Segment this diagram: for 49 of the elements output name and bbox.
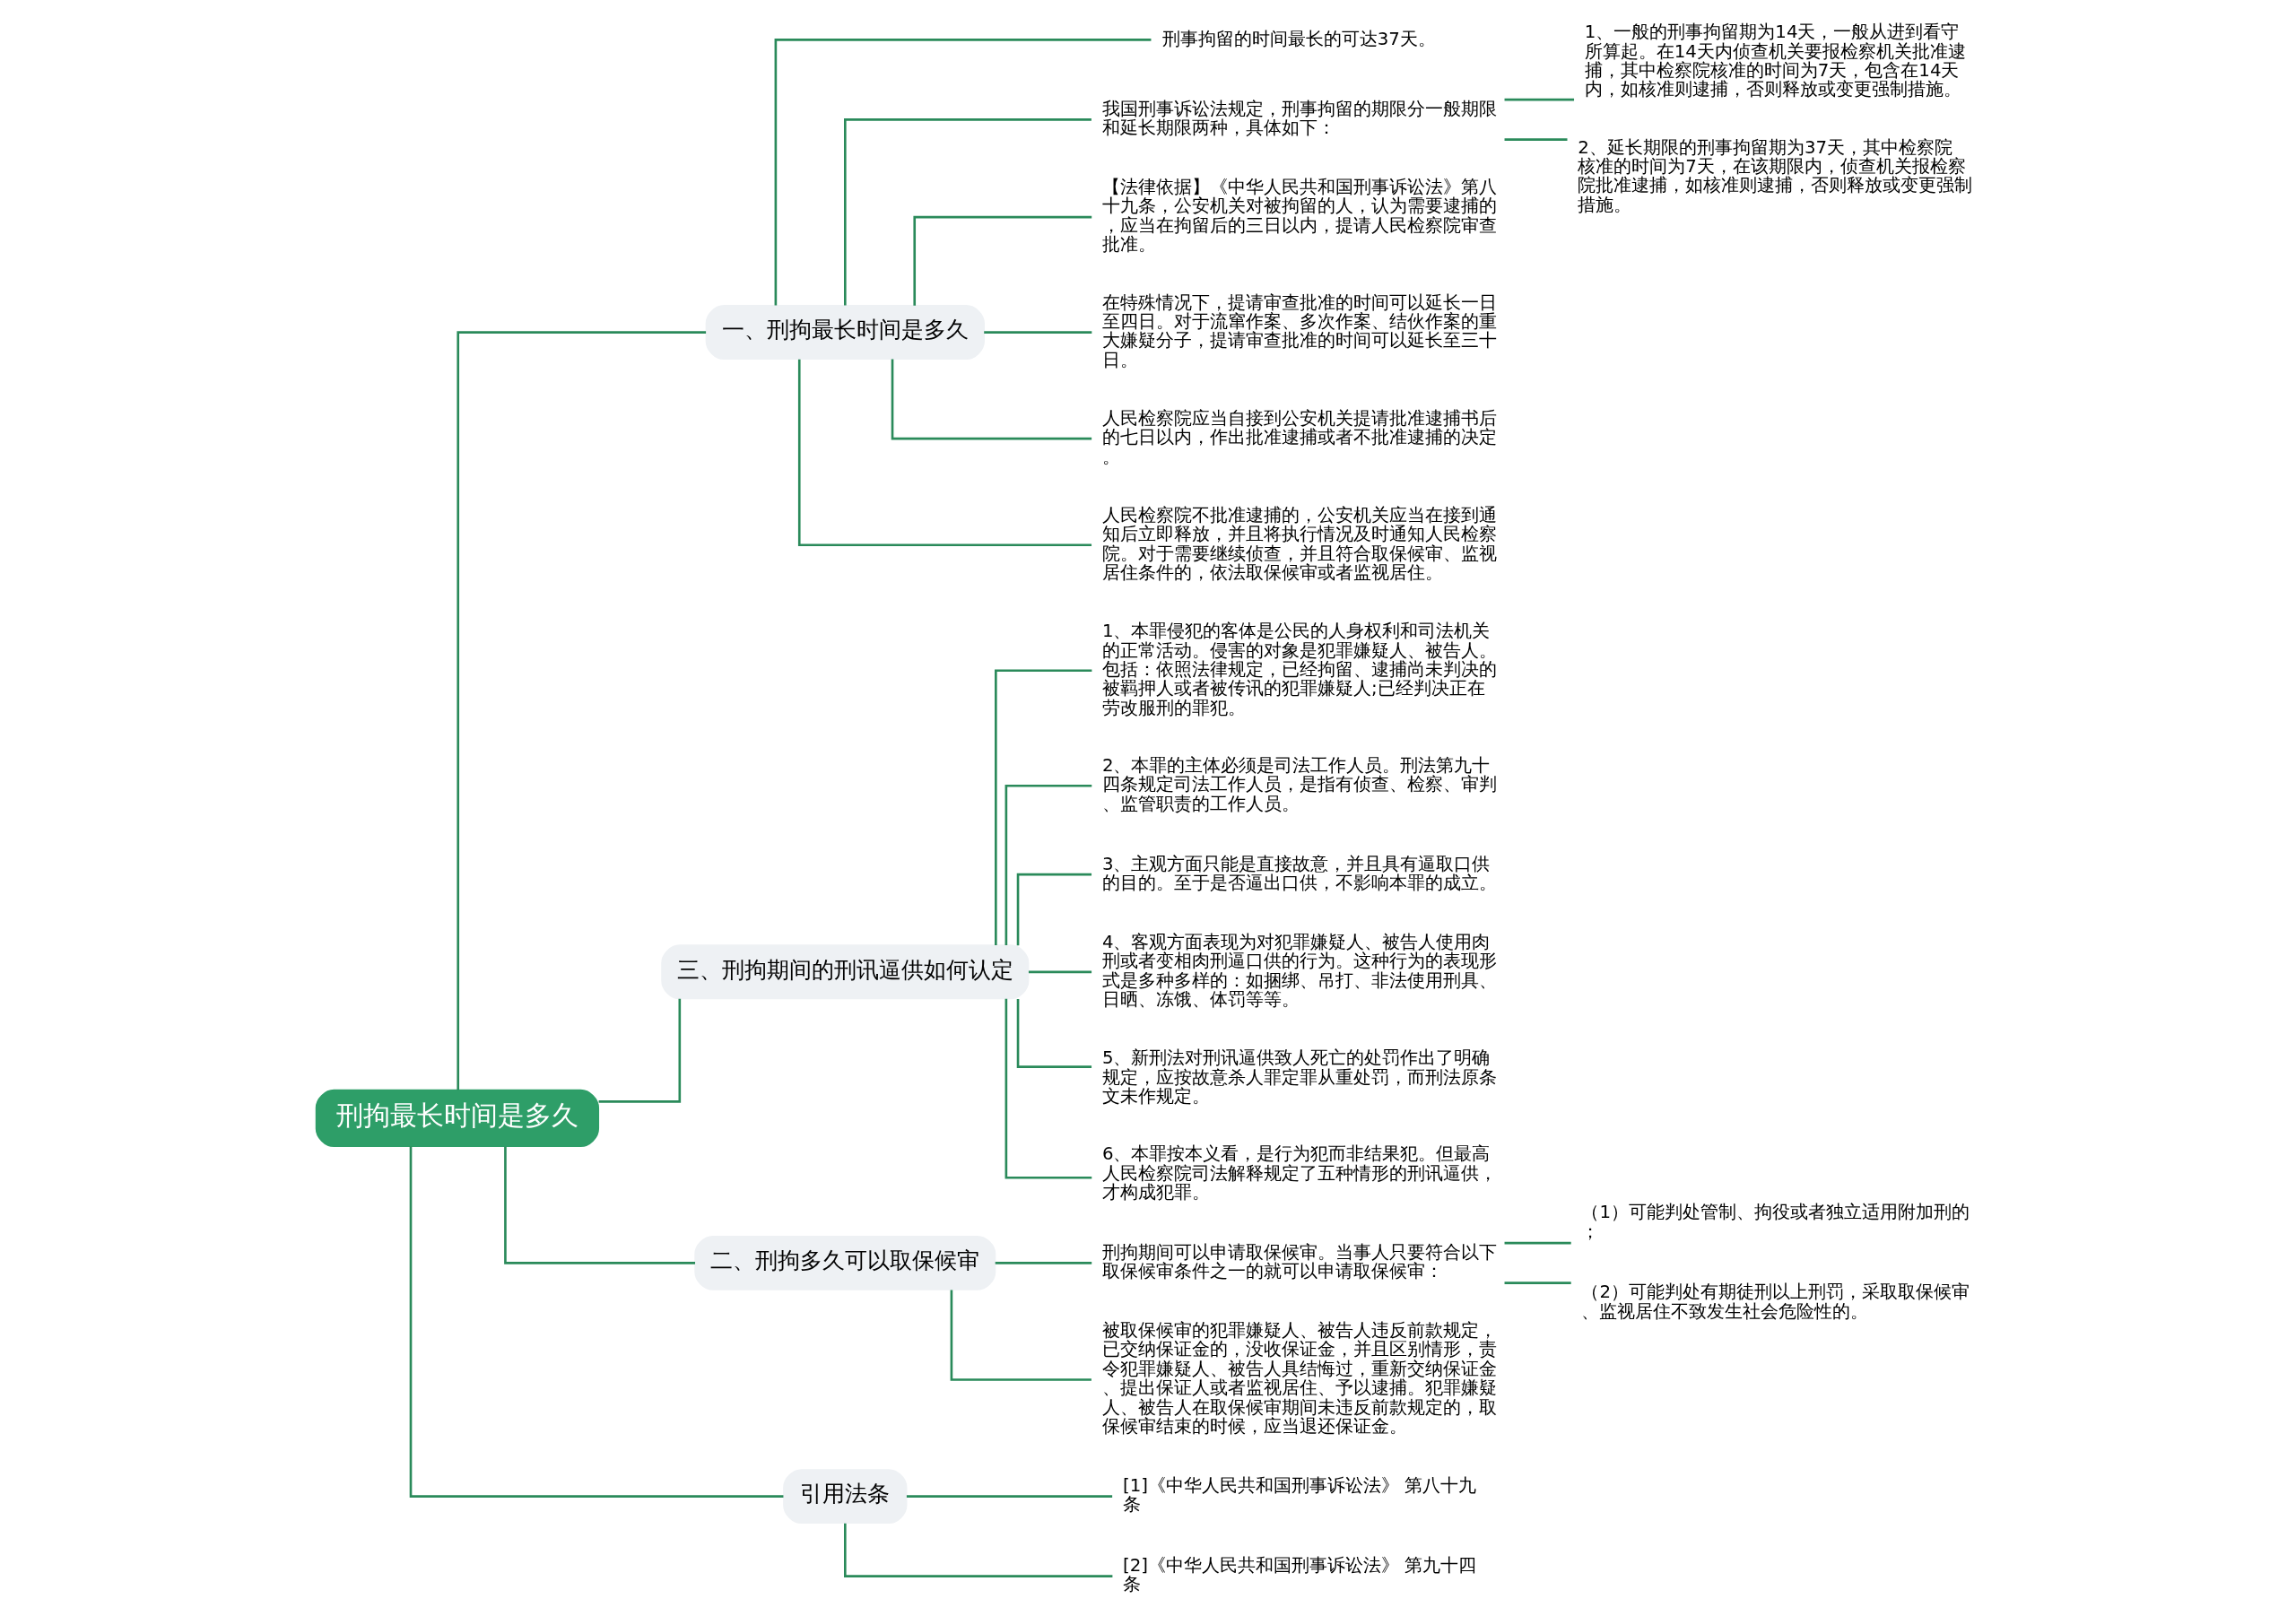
connector [891, 359, 1092, 440]
node-text: 【法律依据】《中华人民共和国刑事诉讼法》第八十九条，公安机关对被拘留的人，认为需要逮捕的，应当在拘留后的三日以内，提请人民检察院审查批准。 [1101, 177, 1497, 256]
connector [1004, 784, 1092, 946]
node-text: 5、新刑法对刑讯逼供致人死亡的处罚作出了明确规定，应按故意杀人罪定罪从重处罚，而刑法原条文未作规定。 [1101, 1047, 1497, 1107]
connector [1504, 98, 1575, 101]
connector [1504, 138, 1568, 141]
node-text: 1、本罪侵犯的客体是公民的人身权利和司法机关的正常活动。侵害的对象是犯罪嫌疑人、被告人。包括：依照法律规定，已经拘留、逮捕尚未判决的被羁押人或者被传讯的犯罪嫌疑人;已经判决正在劳改服刑的罪犯。 [1101, 621, 1497, 718]
node-text: 刑事拘留的时间最长的可达37天。 [1161, 28, 1436, 49]
connector [1504, 1241, 1571, 1245]
connector [995, 1262, 1092, 1264]
node-text: （1）可能判处管制、拘役或者独立适用附加刑的； [1581, 1202, 1970, 1242]
node-text: 人民检察院不批准逮捕的，公安机关应当在接到通知后立即释放，并且将执行情况及时通知人民检察院。对于需要继续侦查，并且符合取保候审、监视居住条件的，依法取保候审或者监视居住。 [1101, 504, 1497, 584]
node-text: [1]《中华人民共和国刑事诉讼法》 第八十九条 [1123, 1475, 1477, 1516]
connector [1016, 873, 1092, 946]
connector [1028, 970, 1092, 974]
node-box: 三、刑拘期间的刑讯逼供如何认定 [661, 944, 1030, 1000]
connector [984, 331, 1092, 334]
node-text: 1、一般的刑事拘留期为14天，一般从进到看守所算起。在14天内侦查机关要报检察机关批准逮捕，其中检察院核准的时间为7天，包含在14天内，如核准则逮捕，否则释放或变更强制措施。 [1584, 22, 1966, 100]
connector [774, 39, 1152, 306]
connector [1016, 998, 1092, 1068]
connector [913, 215, 1092, 306]
connector [1004, 998, 1092, 1179]
connector [995, 669, 1092, 946]
node-text: 刑拘期间可以申请取保候审。当事人只要符合以下取保候审条件之一的就可以申请取保候审： [1101, 1241, 1497, 1282]
connector [844, 118, 1091, 306]
connector [906, 1495, 1113, 1498]
node-text: （2）可能判处有期徒刑以上刑罚，采取取保候审、监视居住不致发生社会危险性的。 [1581, 1282, 1970, 1322]
connector [797, 359, 1092, 547]
node-text: 人民检察院应当自接到公安机关提请批准逮捕书后的七日以内，作出批准逮捕或者不批准逮捕的决定。 [1101, 407, 1497, 467]
node-box: 二、刑拘多久可以取保候审 [694, 1235, 996, 1290]
node-text: 被取保候审的犯罪嫌疑人、被告人违反前款规定，已交纳保证金的，没收保证金，并且区别情形，责令犯罪嫌疑人、被告人具结悔过，重新交纳保证金、提出保证人或者监视居住、予以逮捕。犯罪嫌疑人、被告人在取保候审期间未违反前款规定的，取保候审结束的时候，应当退还保证金。 [1101, 1320, 1497, 1438]
connector [457, 331, 707, 1090]
connector [844, 1523, 1113, 1577]
connector [1504, 1282, 1571, 1284]
connector [598, 998, 682, 1103]
node-text: 2、延长期限的刑事拘留期为37天，其中检察院核准的时间为7天，在该期限内，侦查机关报检察院批准逮捕，如核准则逮捕，否则释放或变更强制措施。 [1578, 136, 1973, 215]
node-text: 6、本罪按本义看，是行为犯而非结果犯。但最高人民检察院司法解释规定了五种情形的刑讯逼供，才构成犯罪。 [1101, 1143, 1497, 1203]
node-box: 一、刑拘最长时间是多久 [705, 305, 985, 361]
node-text: [2]《中华人民共和国刑事诉讼法》 第九十四条 [1123, 1554, 1477, 1595]
node-text: 4、客观方面表现为对犯罪嫌疑人、被告人使用肉刑或者变相肉刑逼口供的行为。这种行为的表现形式是多种多样的：如捆绑、吊打、非法使用刑具、日晒、冻饿、体罚等等。 [1101, 931, 1497, 1011]
node-box: 引用法条 [783, 1469, 908, 1525]
connector [950, 1290, 1091, 1381]
connector [504, 1146, 696, 1264]
node-text: 我国刑事诉讼法规定，刑事拘留的期限分一般期限和延长期限两种，具体如下： [1101, 98, 1497, 139]
node-text: 在特殊情况下，提请审查批准的时间可以延长一日至四日。对于流窜作案、多次作案、结伙作案的重大嫌疑分子，提请审查批准的时间可以延长至三十日。 [1101, 291, 1497, 370]
connector [409, 1146, 784, 1498]
node-text: 3、主观方面只能是直接故意，并且具有逼取口供的目的。至于是否逼出口供，不影响本罪的成立。 [1101, 853, 1497, 893]
node-box: 刑拘最长时间是多久 [315, 1089, 600, 1148]
node-text: 2、本罪的主体必须是司法工作人员。刑法第九十四条规定司法工作人员，是指有侦查、检察、审判、监管职责的工作人员。 [1101, 754, 1497, 814]
